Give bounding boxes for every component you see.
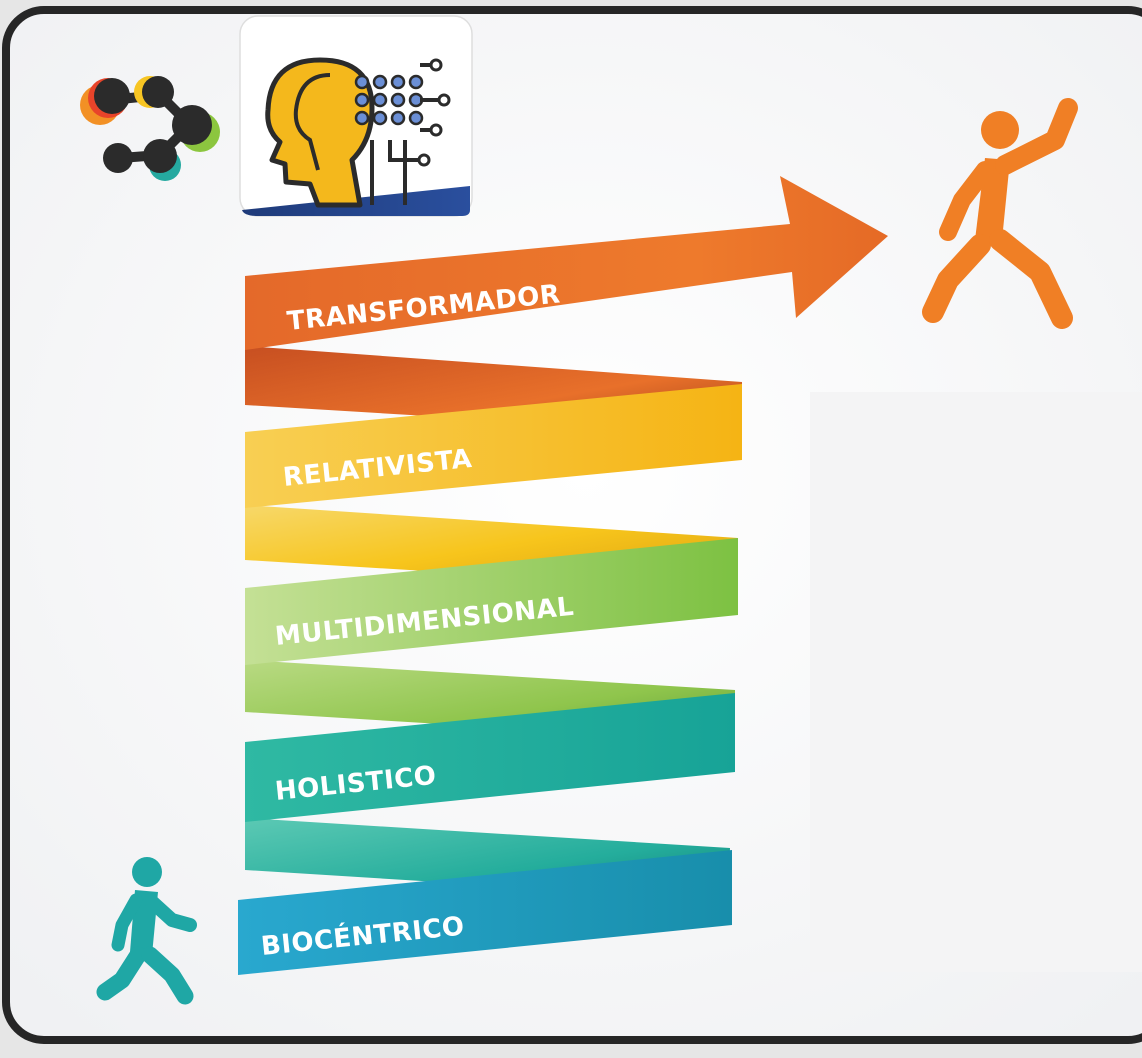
step-biocentrico: BIOCÉNTRICO — [238, 850, 732, 975]
walking-person-icon — [96, 857, 197, 1005]
molecule-icon — [80, 76, 220, 181]
step-holistico: HOLISTICO — [245, 693, 735, 822]
ai-head-icon — [239, 15, 473, 217]
step-relativista: RELATIVISTA — [245, 384, 742, 508]
inner-panel — [810, 392, 1142, 972]
celebrating-person-icon — [922, 98, 1078, 329]
arrow-right-icon — [245, 176, 888, 350]
